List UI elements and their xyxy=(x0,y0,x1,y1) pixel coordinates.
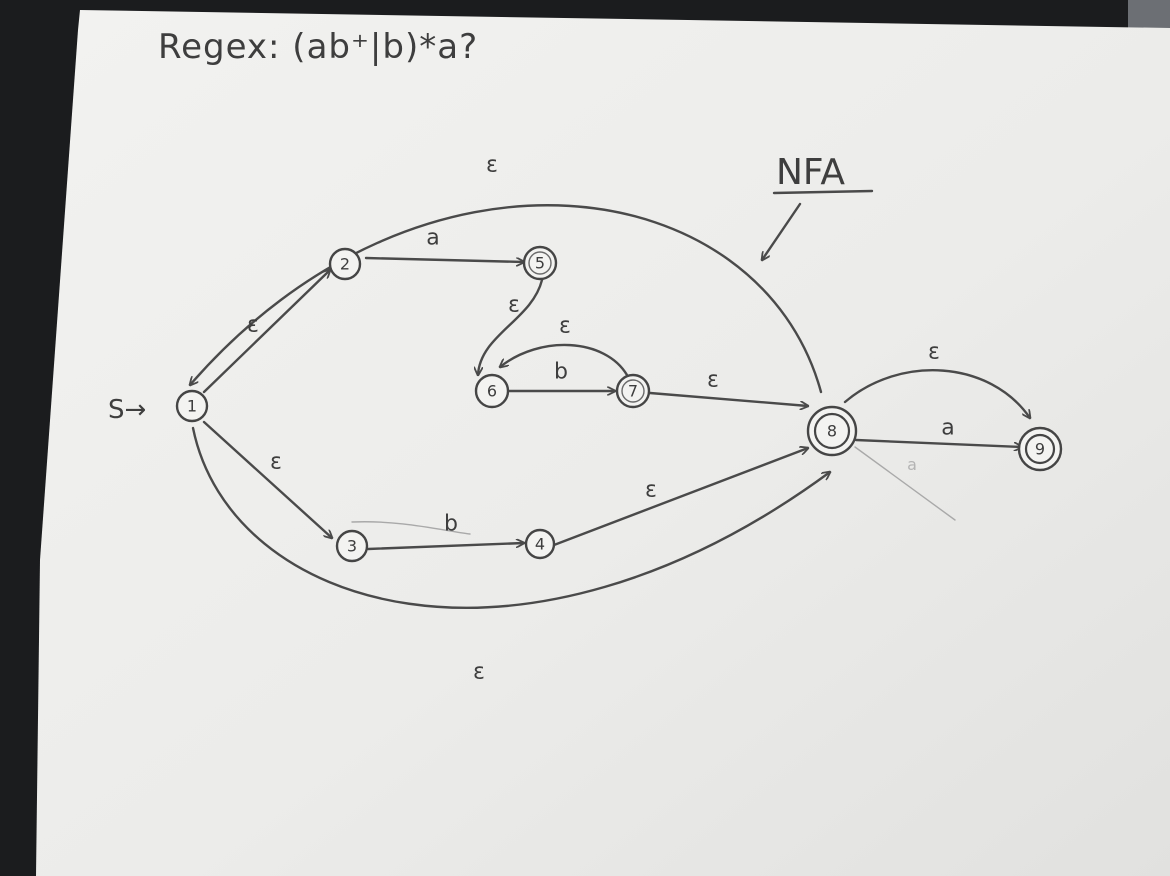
edge-8-to-9-a xyxy=(854,438,1024,447)
edge-2-to-5 xyxy=(364,256,526,262)
state-3: 3 xyxy=(335,529,369,563)
state-5: 5 xyxy=(522,245,558,281)
svg-text:6: 6 xyxy=(487,382,497,401)
edge-3-to-4 xyxy=(366,543,526,551)
edge-1-to-3 xyxy=(202,420,332,538)
label-3-to-4: b xyxy=(444,512,458,537)
state-8: 8 xyxy=(806,405,858,457)
label-1-to-8-bottom: ε xyxy=(473,660,485,685)
edge-1-to-8-bottom xyxy=(191,426,830,609)
state-6: 6 xyxy=(474,373,510,409)
label-7-to-6: ε xyxy=(559,314,571,339)
regex-title: Regex: (ab⁺|b)*a? xyxy=(158,27,478,67)
edge-8-to-1 xyxy=(190,204,823,394)
edge-5-to-6 xyxy=(478,278,544,377)
state-4: 4 xyxy=(524,528,556,560)
state-2: 2 xyxy=(328,247,362,281)
label-1-to-2: ε xyxy=(247,313,259,338)
nfa-underline xyxy=(772,189,874,195)
state-7: 7 xyxy=(615,373,651,409)
erased-label: a xyxy=(907,455,917,474)
label-2-to-5: a xyxy=(426,226,439,251)
start-label: S→ xyxy=(108,395,146,425)
nfa-label: NFA xyxy=(776,152,845,193)
edge-1-to-2 xyxy=(202,270,330,394)
svg-text:9: 9 xyxy=(1035,440,1045,459)
paper-sheet xyxy=(36,10,1170,876)
label-1-to-3: ε xyxy=(270,450,282,475)
svg-text:5: 5 xyxy=(535,254,545,273)
state-9: 9 xyxy=(1017,426,1063,472)
label-8-to-9-epsilon: ε xyxy=(928,340,940,365)
svg-text:8: 8 xyxy=(827,422,837,441)
svg-text:3: 3 xyxy=(347,537,357,556)
label-4-to-8: ε xyxy=(645,478,657,503)
edge-7-to-8 xyxy=(648,391,808,406)
label-7-to-8: ε xyxy=(707,368,719,393)
svg-text:4: 4 xyxy=(535,535,545,554)
state-1: 1 xyxy=(175,389,209,423)
label-5-to-6: ε xyxy=(508,293,520,318)
svg-text:1: 1 xyxy=(187,397,197,416)
erased-line xyxy=(854,446,956,521)
label-8-to-1: ε xyxy=(486,153,498,178)
svg-text:7: 7 xyxy=(628,382,638,401)
edge-8-to-9-epsilon xyxy=(843,369,1030,418)
label-8-to-9-a: a xyxy=(941,416,954,441)
edge-4-to-8 xyxy=(552,448,808,547)
erased-stroke xyxy=(351,521,471,535)
nfa-pointer-arrow xyxy=(762,202,802,260)
label-6-to-7: b xyxy=(554,360,568,385)
svg-text:2: 2 xyxy=(340,255,350,274)
edge-7-to-6 xyxy=(500,343,629,377)
